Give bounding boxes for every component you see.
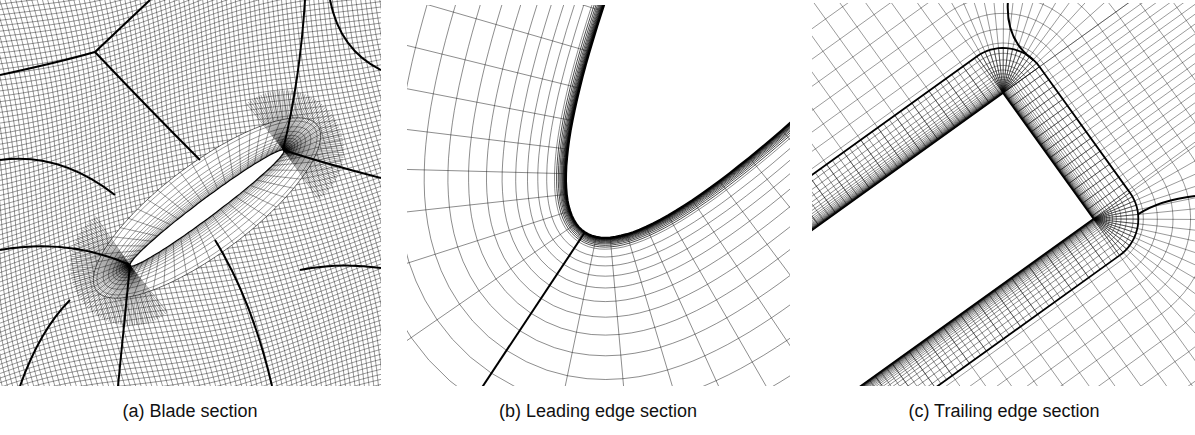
- blade-nose: [566, 5, 790, 238]
- block-boundary: [1138, 196, 1195, 214]
- blade-profile: [130, 150, 284, 266]
- block-boundary: [330, 0, 381, 70]
- fan-line: [70, 90, 344, 325]
- block-boundary: [283, 0, 305, 150]
- trailing-edge-profile: [812, 93, 1093, 386]
- block-boundary: [0, 159, 115, 195]
- leading-edge-mesh: [407, 5, 790, 386]
- figure-caption: (b) Leading edge section: [499, 401, 697, 422]
- boundary-layer-line: [812, 48, 1138, 386]
- mesh-line: [812, 3, 1195, 386]
- block-boundary: [1008, 3, 1034, 60]
- mesh-line: [0, 0, 381, 386]
- mesh-line: [407, 5, 790, 386]
- block-boundary: [812, 48, 1138, 386]
- block-boundary: [283, 150, 381, 178]
- block-boundary: [0, 246, 130, 265]
- block-boundary: [475, 232, 585, 386]
- block-boundary: [118, 265, 130, 386]
- figure-caption: (a) Blade section: [122, 401, 257, 422]
- block-boundary: [300, 265, 381, 270]
- block-boundary: [95, 52, 200, 160]
- block-boundary: [0, 0, 150, 75]
- block-boundary: [20, 300, 70, 386]
- trailing-edge-mesh: [812, 3, 1195, 386]
- figure-caption: (c) Trailing edge section: [908, 401, 1099, 422]
- blade-mesh: [0, 0, 381, 386]
- block-boundary: [215, 240, 272, 386]
